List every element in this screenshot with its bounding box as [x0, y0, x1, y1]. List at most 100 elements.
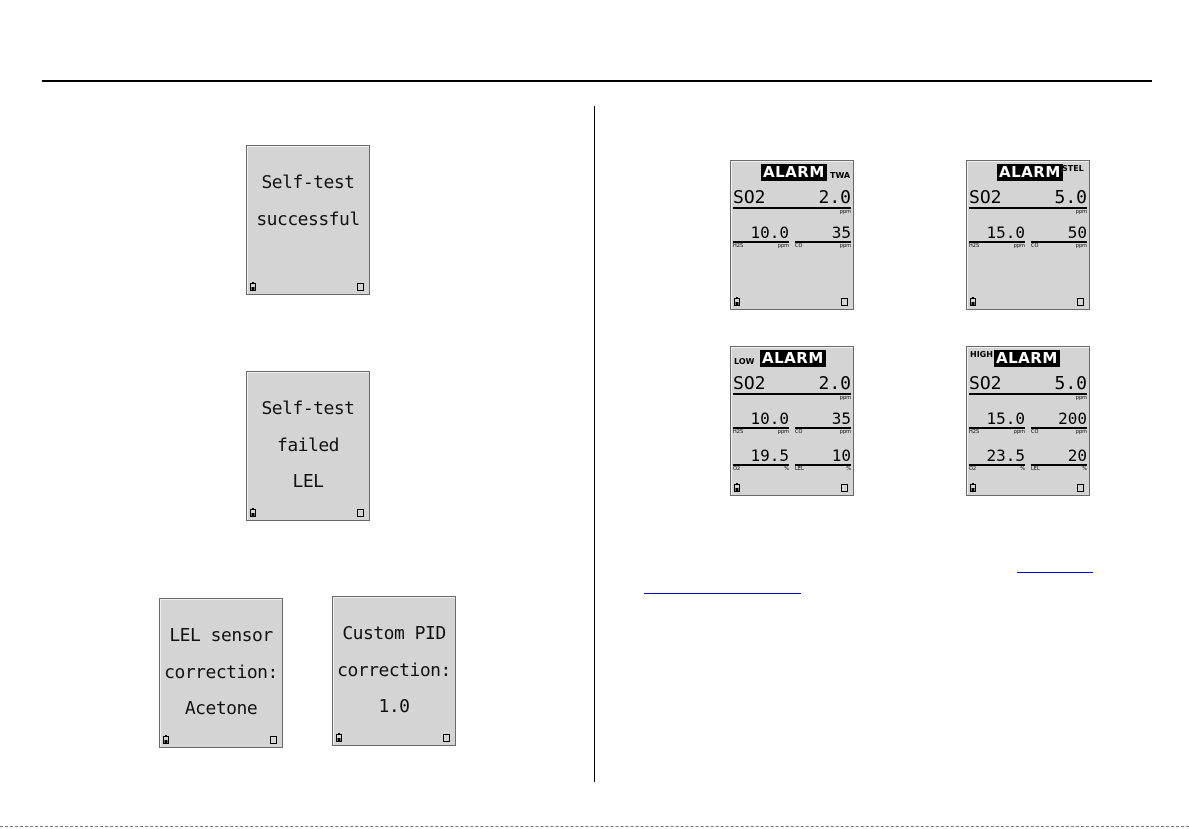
- sensor-row-2: 23.5 O2% 20 LEL%: [969, 447, 1087, 473]
- sensor-unit: ppm: [1013, 429, 1025, 435]
- datalog-icon: [270, 736, 277, 744]
- sensor-cell: 50 CO ppm: [1031, 223, 1087, 249]
- sensor-bar: [795, 464, 851, 466]
- battery-icon: [250, 508, 256, 517]
- sensor-value: 23.5: [986, 446, 1025, 465]
- sensor-unit: ppm: [777, 429, 789, 435]
- sensor-label: H2S: [969, 429, 980, 435]
- primary-gas-row: SO2 5.0 ppm: [969, 187, 1087, 215]
- sensor-cell: 19.5 O2%: [733, 446, 789, 472]
- sensor-unit: ppm: [1013, 243, 1025, 249]
- message-line-1: Custom PID: [342, 623, 446, 644]
- primary-gas-row: SO2 2.0 ppm: [733, 187, 851, 215]
- sensor-label: CO: [795, 243, 803, 249]
- datalog-icon: [357, 283, 364, 291]
- gas-value: 5.0: [1054, 187, 1087, 208]
- gas-name: SO2: [733, 373, 766, 394]
- sensor-unit: %: [846, 466, 851, 472]
- screen-self-test-failed: Self-test failed LEL: [246, 371, 370, 521]
- alarm-header: ALARM STEL: [967, 164, 1089, 181]
- value-bar: [733, 393, 851, 395]
- sensor-bar: [969, 464, 1025, 466]
- datalog-icon: [841, 484, 848, 492]
- screen-pid-correction: Custom PID correction: 1.0: [332, 596, 456, 746]
- sensor-unit: ppm: [839, 429, 851, 435]
- datalog-icon: [443, 734, 450, 742]
- sensor-label: CO: [1031, 243, 1039, 249]
- message-line-3: Acetone: [184, 698, 258, 719]
- sensor-bar: [969, 427, 1025, 429]
- gas-unit: ppm: [1075, 209, 1087, 215]
- sensor-label: CO: [795, 429, 803, 435]
- message-line-2: correction:: [337, 660, 451, 681]
- alarm-type-tag: STEL: [1062, 164, 1084, 173]
- footer-rule: [0, 826, 1189, 827]
- cross-reference-link-line-1[interactable]: [1017, 572, 1093, 573]
- alarm-header: HIGH ALARM: [967, 350, 1089, 367]
- message-line-3: LEL: [292, 471, 324, 492]
- sensor-value: 200: [1058, 409, 1087, 428]
- column-divider: [594, 106, 595, 782]
- primary-gas-row: SO2 2.0 ppm: [733, 373, 851, 401]
- sensor-value: 35: [831, 409, 851, 428]
- sensor-unit: ppm: [1075, 429, 1087, 435]
- value-bar: [969, 393, 1087, 395]
- battery-icon: [970, 483, 976, 492]
- sensor-unit: %: [784, 466, 789, 472]
- alarm-label: ALARM: [994, 349, 1060, 367]
- sensor-unit: ppm: [1075, 243, 1087, 249]
- header-rule: [42, 80, 1152, 82]
- sensor-unit: %: [1082, 466, 1087, 472]
- datalog-icon: [1077, 298, 1084, 306]
- battery-icon: [734, 297, 740, 306]
- sensor-cell: 20 LEL%: [1031, 447, 1087, 472]
- sensor-bar: [969, 241, 1025, 243]
- sensor-bar: [1031, 241, 1087, 243]
- battery-icon: [163, 735, 169, 744]
- cross-reference-link-line-2[interactable]: [644, 593, 801, 594]
- gas-name: SO2: [969, 187, 1002, 208]
- value-bar: [969, 207, 1087, 209]
- sensor-value: 19.5: [750, 446, 789, 465]
- gas-value: 2.0: [818, 187, 851, 208]
- sensor-bar: [733, 427, 789, 429]
- gas-name: SO2: [733, 187, 766, 208]
- screen-self-test-successful: Self-test successful: [246, 145, 370, 295]
- message-line-2: failed: [276, 435, 340, 456]
- sensor-label: O2: [733, 466, 741, 472]
- message-line-1: Self-test: [261, 172, 355, 193]
- sensor-unit: ppm: [839, 243, 851, 249]
- alarm-type-tag: LOW: [734, 357, 755, 366]
- alarm-type-tag: TWA: [830, 171, 851, 180]
- sensor-bar: [733, 241, 789, 243]
- sensor-label: H2S: [733, 429, 744, 435]
- sensor-value: 10.0: [750, 223, 789, 242]
- battery-icon: [250, 282, 256, 291]
- sensor-bar: [795, 241, 851, 243]
- sensor-unit: ppm: [777, 243, 789, 249]
- datalog-icon: [357, 509, 364, 517]
- message-line-3: 1.0: [378, 696, 410, 717]
- alarm-label: ALARM: [997, 163, 1063, 181]
- alarm-header: LOW ALARM: [731, 350, 853, 367]
- sensor-row-2: 19.5 O2% 10 LEL%: [733, 447, 851, 473]
- gas-unit: ppm: [839, 209, 851, 215]
- sensor-label: LEL: [795, 466, 804, 472]
- sensor-cell: 23.5 O2%: [969, 446, 1025, 472]
- sensor-cell: 35 CO ppm: [795, 409, 851, 435]
- datalog-icon: [1077, 484, 1084, 492]
- sensor-value: 50: [1067, 223, 1087, 242]
- message-line-1: LEL sensor: [169, 625, 273, 646]
